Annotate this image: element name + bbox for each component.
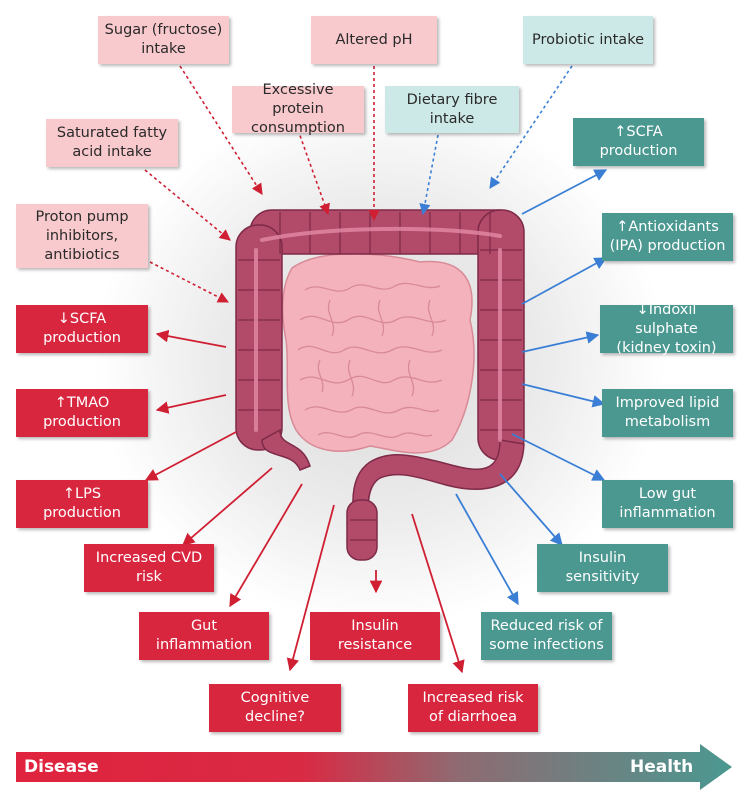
disease-label: Disease [24, 757, 99, 777]
health-label: Health [630, 757, 694, 777]
box-probiotic-intake: Probiotic intake [523, 16, 653, 64]
box-altered-ph: Altered pH [311, 16, 437, 64]
box-reduced-infections: Reduced risk of some infections [481, 612, 612, 660]
box-lipid-metabolism-text: Improved lipid metabolism [615, 395, 720, 430]
box-cvd-risk: Increased CVD risk [84, 544, 214, 592]
box-lps-up-text: ↑LPS production [43, 486, 121, 521]
box-tmao-up-text: ↑TMAO production [43, 395, 121, 430]
box-insulin-sensitivity: Insulin sensitivity [537, 544, 668, 592]
box-excessive-protein-text: Excessive protein consumption [251, 82, 345, 136]
box-indoxil-sulphate: ↓Indoxil sulphate (kidney toxin) [600, 302, 733, 356]
box-dietary-fibre-text: Dietary fibre intake [406, 91, 498, 127]
box-gut-inflammation-text: Gut inflammation [155, 618, 253, 653]
box-scfa-up: ↑SCFA production [573, 118, 704, 166]
box-antioxidants: ↑Antioxidants (IPA) production [602, 213, 733, 261]
intestine-illustration [235, 209, 525, 561]
box-scfa-down-text: ↓SCFA production [43, 311, 121, 346]
box-scfa-down: ↓SCFA production [16, 305, 148, 353]
box-probiotic-intake-text: Probiotic intake [532, 31, 644, 48]
box-ppi-antibiotics-text: Proton pump inhibitors, antibiotics [35, 208, 129, 263]
box-antioxidants-text: ↑Antioxidants (IPA) production [609, 219, 726, 254]
box-ppi-antibiotics: Proton pump inhibitors, antibiotics [16, 204, 148, 268]
box-diarrhoea-risk: Increased risk of diarrhoea [408, 684, 538, 732]
box-insulin-resistance-text: Insulin resistance [337, 618, 413, 653]
disease-health-arrow [16, 744, 732, 790]
disease-arrows [144, 329, 465, 674]
box-lps-up: ↑LPS production [16, 480, 148, 528]
box-saturated-fat-text: Saturated fatty acid intake [56, 125, 168, 160]
box-tmao-up: ↑TMAO production [16, 389, 148, 437]
box-low-gut-inflammation-text: Low gut inflammation [619, 486, 716, 521]
input-arrows-blue [419, 65, 573, 216]
box-insulin-resistance: Insulin resistance [310, 612, 440, 660]
box-altered-ph-text: Altered pH [335, 31, 413, 48]
box-saturated-fat: Saturated fatty acid intake [46, 119, 178, 167]
input-arrows-red [144, 65, 380, 303]
box-gut-inflammation: Gut inflammation [139, 612, 269, 660]
health-arrows [455, 169, 608, 606]
box-cognitive-decline: Cognitive decline? [209, 684, 341, 732]
box-cvd-risk-text: Increased CVD risk [95, 550, 203, 585]
box-diarrhoea-risk-text: Increased risk of diarrhoea [422, 690, 524, 725]
box-scfa-up-text: ↑SCFA production [599, 124, 678, 159]
box-sugar-intake-text: Sugar (fructose) intake [104, 22, 223, 57]
box-excessive-protein: Excessive protein consumption [232, 82, 364, 136]
box-insulin-sensitivity-text: Insulin sensitivity [565, 550, 640, 585]
box-low-gut-inflammation: Low gut inflammation [602, 480, 733, 528]
box-dietary-fibre: Dietary fibre intake [385, 86, 519, 133]
box-indoxil-sulphate-text: ↓Indoxil sulphate (kidney toxin) [616, 301, 717, 356]
box-sugar-intake: Sugar (fructose) intake [98, 16, 229, 64]
box-cognitive-decline-text: Cognitive decline? [240, 690, 310, 725]
box-lipid-metabolism: Improved lipid metabolism [602, 389, 733, 437]
box-reduced-infections-text: Reduced risk of some infections [489, 618, 604, 653]
